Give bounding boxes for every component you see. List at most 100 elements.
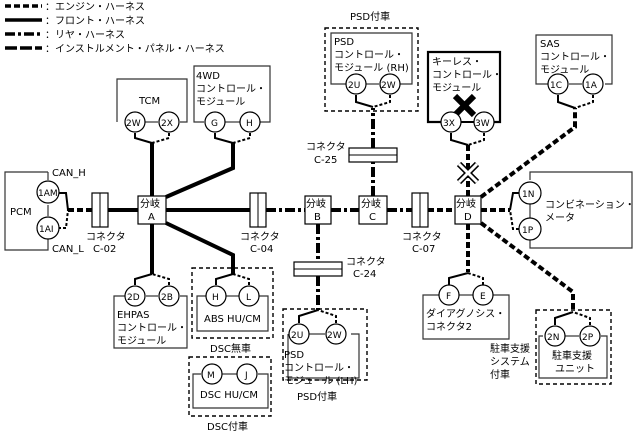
diag-pin-f	[438, 284, 460, 306]
dsc-pin-m-label: M	[207, 371, 215, 381]
keyless-label-1: キーレス・	[432, 57, 482, 68]
tcm-pin-2x	[158, 111, 180, 133]
module-keyless: キーレス・ コントロール・ モジュール 3X 3W	[426, 50, 502, 146]
module-combimeter: コンビネーション・ メータ 1N 1P	[509, 171, 635, 249]
branch-a-label: 分岐	[140, 197, 160, 210]
ehpas-label-2: コントロール・	[117, 323, 187, 334]
legend-front-label: ：フロント・ハーネス	[45, 15, 145, 27]
diag-pin-e-label: E	[480, 292, 486, 302]
abs-pin-h	[205, 285, 227, 307]
psd-lh-label-1: PSD	[284, 350, 304, 361]
legend-engine-label: ：エンジン・ハーネス	[45, 1, 145, 13]
psd-lh-pin-2w-label: 2W	[327, 331, 342, 341]
ehpas-pin-2b-label: 2B	[161, 293, 173, 303]
dsc-pin-m	[201, 363, 223, 385]
fourwd-pin-h-label: H	[246, 119, 253, 129]
keyless-label-3: モジュール	[432, 83, 481, 94]
psd-rh-label-1: PSD	[334, 37, 354, 48]
harness-a-4wd	[165, 143, 235, 199]
module-tcm: TCM 2W 2X	[116, 78, 188, 144]
harness-d-sas	[479, 108, 577, 199]
psd-lh-group-label: PSD付車	[297, 390, 337, 403]
fourwd-label-3: モジュール	[196, 97, 245, 108]
pcm-label: PCM	[10, 207, 32, 218]
legend-ip-label: ：インストルメント・パネル・ハーネス	[45, 43, 225, 55]
sas-pin-1a-label: 1A	[585, 81, 598, 91]
branch-c-label: 分岐	[361, 197, 381, 210]
psd-lh-pin-2u-label: 2U	[291, 331, 303, 341]
branch-d-id: D	[464, 212, 472, 223]
parking-group-label-1: 駐車支援	[490, 342, 530, 355]
ehpas-pin-2d	[124, 285, 146, 307]
module-ehpas: EHPAS コントロール・ モジュール 2D 2B	[113, 273, 188, 349]
branch-b-label: 分岐	[306, 197, 326, 210]
branch-d-label: 分岐	[456, 197, 476, 210]
psd-lh-pin-2u	[288, 323, 310, 345]
branch-b: 分岐 B	[304, 195, 332, 225]
branch-a: 分岐 A	[137, 195, 167, 225]
sas-label-3: モジュール	[540, 65, 589, 76]
module-abs: ABS HU/CM DSC無車 H L	[191, 267, 274, 355]
ehpas-pin-2b	[158, 285, 180, 307]
connector-c04: コネクタ C-04	[240, 192, 280, 255]
branch-a-id: A	[148, 212, 155, 223]
tcm-label: TCM	[138, 96, 160, 107]
connector-c24-label: コネクタ	[346, 256, 386, 268]
pcm-can-h-label: CAN_H	[52, 168, 86, 179]
tcm-pin-2x-label: 2X	[161, 119, 173, 129]
module-4wd: 4WD コントロール・ モジュール G H	[193, 65, 271, 144]
connector-c02-label: コネクタ	[86, 231, 126, 243]
dsc-pin-j-label: J	[244, 371, 248, 381]
combimeter-pin-1n-label: 1N	[522, 190, 534, 200]
module-pcm: PCM CAN_H CAN_L 1AM 1AI	[4, 168, 86, 255]
psd-rh-pin-2w	[379, 73, 401, 95]
harness-a-abs	[165, 221, 235, 274]
keyless-pin-3w	[473, 111, 495, 133]
abs-pin-l	[238, 285, 260, 307]
parking-label-2: ユニット	[555, 364, 595, 375]
sas-pin-1a	[582, 73, 604, 95]
diag-pin-f-label: F	[446, 292, 451, 302]
fourwd-pin-g	[204, 111, 226, 133]
sas-label-1: SAS	[540, 39, 560, 50]
pcm-pin-1ai	[36, 216, 60, 240]
psd-lh-pin-2w	[325, 323, 347, 345]
psd-rh-pin-2u	[345, 73, 367, 95]
connector-c02: コネクタ C-02	[86, 192, 126, 255]
harness-lines	[68, 108, 577, 310]
psd-rh-pin-2u-label: 2U	[348, 81, 360, 91]
abs-pin-h-label: H	[212, 293, 219, 303]
connector-c25-code: C-25	[314, 155, 337, 166]
module-dsc: DSC HU/CM DSC付車 M J	[188, 356, 272, 433]
keyless-label-2: コントロール・	[432, 70, 502, 81]
connector-c25-label: コネクタ	[306, 141, 346, 153]
fourwd-label-2: コントロール・	[196, 84, 266, 95]
keyless-pin-3w-label: 3W	[475, 119, 490, 129]
tcm-pin-2w	[124, 111, 146, 133]
module-sas: SAS コントロール・ モジュール 1C 1A	[535, 34, 613, 109]
fourwd-pin-g-label: G	[211, 119, 218, 129]
sas-label-2: コントロール・	[540, 52, 610, 63]
tcm-pin-2w-label: 2W	[126, 119, 141, 129]
psd-rh-label-3: モジュール (RH)	[334, 63, 409, 74]
abs-group-label: DSC無車	[210, 342, 251, 355]
ehpas-label-1: EHPAS	[117, 310, 149, 321]
psd-rh-pin-2w-label: 2W	[381, 81, 396, 91]
keyless-pin-3x-label: 3X	[443, 119, 455, 129]
combimeter-pin-1n	[518, 181, 542, 205]
legend-rear-label: ：リヤ・ハーネス	[45, 29, 125, 41]
legend: ：エンジン・ハーネス ：フロント・ハーネス ：リヤ・ハーネス ：インストルメント…	[5, 1, 225, 55]
connector-c02-code: C-02	[93, 244, 116, 255]
connector-c04-label: コネクタ	[240, 231, 280, 243]
harness-d-parking	[479, 221, 575, 310]
module-parking-assist: 駐車支援 システム 付車 駐車支援 ユニット 2N 2P	[490, 309, 612, 385]
parking-pin-2p-label: 2P	[582, 333, 594, 343]
dsc-label: DSC HU/CM	[200, 390, 258, 401]
open-circuit-x-icon	[456, 161, 480, 185]
pcm-pin-1am-label: 1AM	[38, 189, 58, 199]
combimeter-pin-1p-label: 1P	[522, 226, 534, 236]
connector-c07-code: C-07	[412, 244, 435, 255]
combimeter-label-2: メータ	[545, 212, 575, 224]
diag-label-1: ダイアグノシス・	[426, 307, 505, 320]
